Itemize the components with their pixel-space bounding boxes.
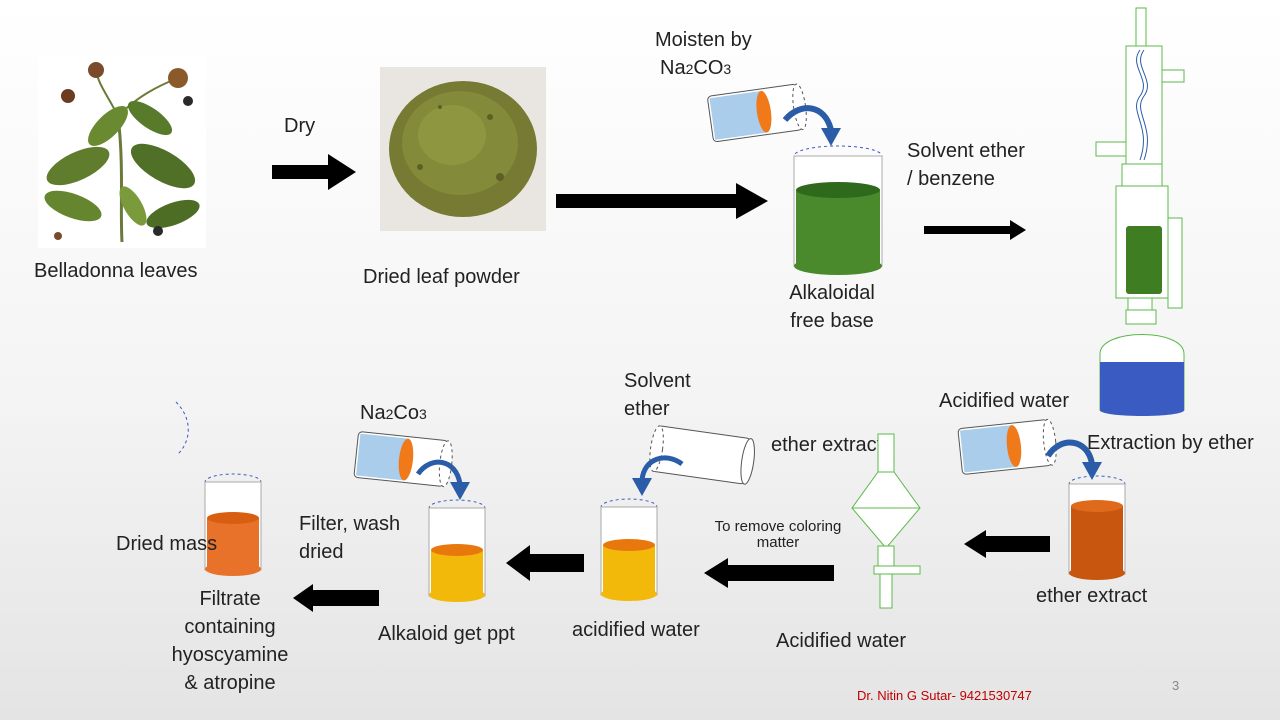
- solvent-arrow: [924, 220, 1026, 240]
- acidified-water-top-label: Acidified water: [939, 390, 1070, 412]
- ether-extract-beaker: [1068, 475, 1126, 580]
- acidified-water-tube: [957, 418, 1057, 475]
- dried-mass-label: Dried mass: [116, 533, 218, 555]
- pour-arrow-solvent: [632, 455, 684, 496]
- acidified-water-beaker-label: acidified water: [572, 619, 700, 641]
- na2co3-tube-top: [707, 83, 807, 143]
- na2co3-label-lower: Na2Co3: [360, 402, 427, 424]
- filter-wash-label: Filter, wash dried: [299, 513, 401, 563]
- acidified-water-beaker: [600, 498, 658, 601]
- ppt-to-filtrate-arrow: [293, 584, 379, 612]
- dry-arrow: [272, 154, 356, 190]
- decorative-arc: [175, 401, 189, 455]
- dried-leaf-powder-label: Dried leaf powder: [363, 266, 520, 288]
- dried-leaf-powder-image: [380, 67, 546, 231]
- free-base-label: Alkaloidal free base: [789, 282, 875, 332]
- filtrate-label: Filtrate containing hyoscyamine & atropi…: [171, 588, 289, 694]
- extract-to-funnel-arrow: [964, 530, 1050, 558]
- moisten-label: Moisten by: [655, 29, 752, 51]
- pour-arrow-top: [782, 105, 841, 146]
- ether-extract-bottom-label: ether extract: [1036, 585, 1148, 607]
- separating-funnel: [851, 433, 921, 609]
- alkaloid-ppt-label: Alkaloid get ppt: [378, 623, 515, 645]
- free-base-beaker: [793, 145, 883, 275]
- page-number: 3: [1172, 678, 1180, 693]
- alkaloid-ppt-beaker: [428, 499, 486, 602]
- na2co3-tube-lower: [353, 431, 453, 488]
- pour-arrow-lower: [415, 459, 470, 500]
- dry-label: Dry: [284, 115, 316, 137]
- solvent-ether-label: Solvent ether: [624, 370, 691, 420]
- funnel-to-beaker-arrow: [704, 558, 834, 588]
- remove-coloring-label: To remove coloring matter: [714, 518, 842, 551]
- na2co3-label-top: Na2CO3: [660, 57, 732, 79]
- beaker-to-ppt-arrow: [506, 545, 584, 581]
- dried-mass-beaker: [204, 473, 262, 576]
- extraction-by-ether-label: Extraction by ether: [1087, 432, 1254, 454]
- ether-extract-funnel-label: ether extract: [771, 434, 883, 456]
- belladonna-leaves-image: [38, 56, 206, 248]
- solvent-label: Solvent ether / benzene: [907, 140, 1025, 190]
- author-footer: Dr. Nitin G Sutar- 9421530747: [857, 688, 1032, 703]
- belladonna-leaves-label: Belladonna leaves: [34, 260, 198, 282]
- powder-to-base-arrow: [556, 183, 768, 219]
- soxhlet-apparatus: [1095, 7, 1185, 416]
- acidified-water-funnel-label: Acidified water: [776, 630, 907, 652]
- pour-arrow-acidified: [1045, 439, 1102, 480]
